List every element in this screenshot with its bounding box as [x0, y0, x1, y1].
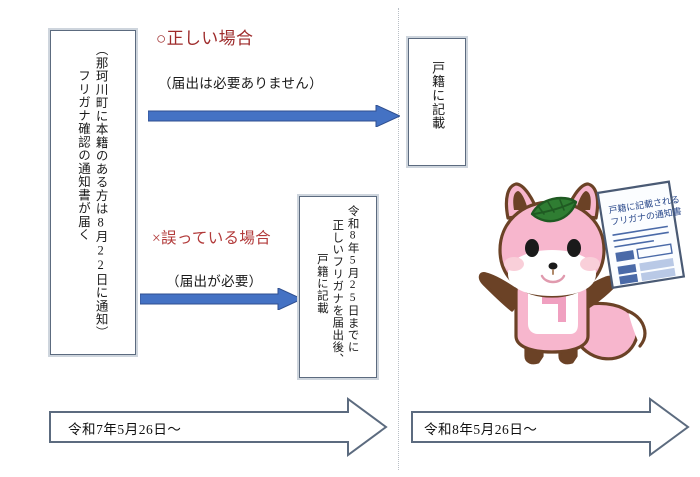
timeline-left-arrow	[48, 396, 388, 458]
notice-box-column-1: （那珂川町に本籍のある方は8月22日に通知）	[93, 43, 108, 339]
incorrect-branch-note: （届出が必要）	[166, 274, 263, 289]
notice-box: （那珂川町に本籍のある方は8月22日に通知） フリガナ確認の通知書が届く	[48, 28, 138, 357]
correct-branch-arrow	[148, 105, 400, 127]
timeline-right-label: 令和8年5月26日～	[424, 422, 538, 437]
registered-box-column-1: 戸籍に記載	[430, 61, 446, 130]
fox-mascot-illustration: 戸籍に記載される フリガナの通知書	[478, 172, 694, 380]
correction-box-column-1: 令和8年5月25日までに	[346, 205, 359, 354]
correct-branch-note: （届出は必要ありません）	[158, 76, 323, 91]
incorrect-branch-heading: ×誤っている場合	[152, 230, 271, 247]
registered-box: 戸籍に記載	[406, 36, 468, 168]
correction-box-column-2: 正しいフリガナを届出後、	[331, 219, 344, 366]
correct-branch-heading: ○正しい場合	[156, 29, 254, 48]
vertical-dotted-divider	[398, 8, 399, 470]
incorrect-branch-arrow	[140, 288, 302, 310]
timeline-right-arrow	[410, 396, 690, 458]
notice-box-column-2: フリガナ確認の通知書が届く	[76, 69, 90, 242]
correction-box: 令和8年5月25日までに 正しいフリガナを届出後、 戸籍に記載	[297, 194, 379, 380]
correction-box-column-3: 戸籍に記載	[315, 253, 328, 314]
timeline-left-label: 令和7年5月26日～	[68, 422, 182, 437]
